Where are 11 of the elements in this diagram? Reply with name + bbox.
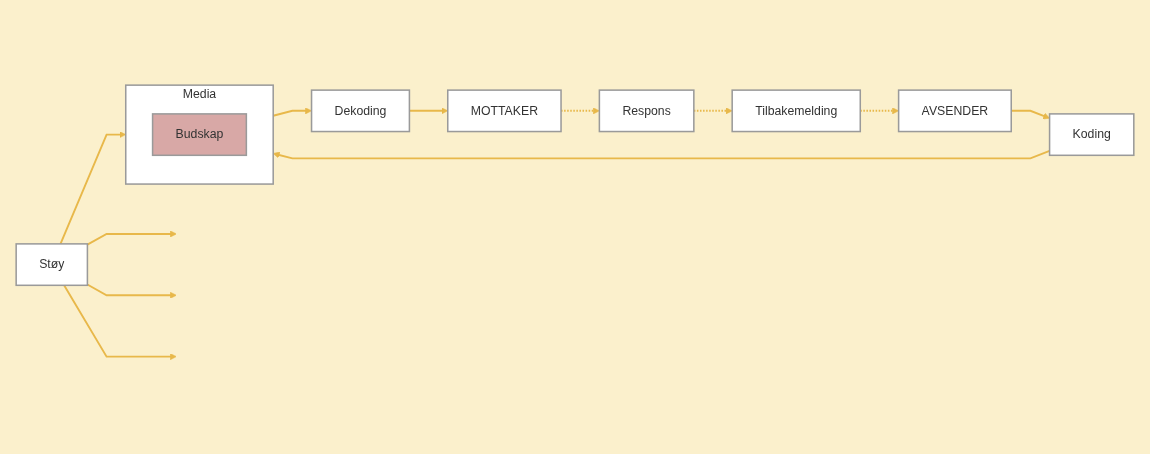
node-box: Tilbakemelding [731, 89, 862, 133]
node-box: MOTTAKER [447, 89, 562, 133]
node-box: AVSENDER [897, 89, 1012, 133]
node-box: Budskap [151, 113, 248, 157]
node-box: Koding [1048, 113, 1135, 157]
node-box: Støy [15, 243, 89, 287]
arrow [63, 284, 177, 361]
arrow [86, 230, 177, 246]
node-box: Respons [598, 89, 695, 133]
node-box: Dekoding [310, 89, 411, 133]
arrow [86, 283, 177, 299]
